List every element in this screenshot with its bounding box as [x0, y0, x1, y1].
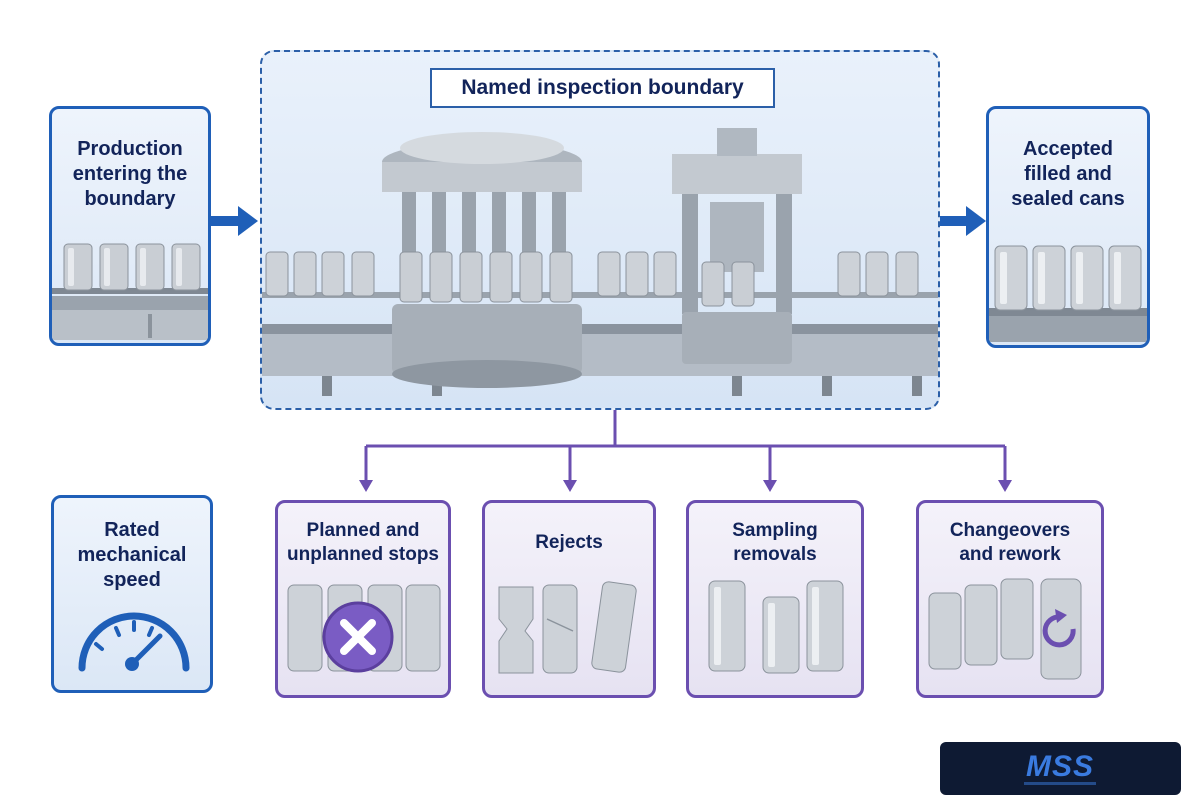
loss-box-sampling: Sampling removals	[686, 500, 864, 698]
dented-cans-image	[498, 581, 637, 674]
loss-label-changeovers: Changeovers and rework	[949, 520, 1071, 565]
rated-speed-label: Rated mechanical speed	[77, 519, 187, 591]
inspection-boundary	[260, 50, 940, 410]
stopped-cans-image	[287, 584, 441, 673]
conveyor-cans-image	[52, 243, 208, 340]
loss-branch-lines	[364, 410, 1007, 482]
loss-box-changeovers: Changeovers and rework	[916, 500, 1104, 698]
loss-box-rejects: Rejects	[482, 500, 656, 698]
rated-speed-box: Rated mechanical speed	[51, 495, 213, 693]
loss-label-rejects: Rejects	[535, 532, 603, 553]
loss-box-stops: Planned and unplanned stops	[275, 500, 451, 698]
mss-logo-mark: MSS	[1024, 750, 1096, 785]
production-entering-label: Production entering the boundary	[72, 138, 188, 210]
loss-label-stops: Planned and unplanned stops	[287, 520, 439, 565]
changeover-cans-image	[928, 578, 1082, 680]
speedometer-icon	[78, 612, 190, 672]
accepted-output-box: Accepted filled and sealed cans	[986, 106, 1150, 348]
svg-text:MSS: MSS	[1026, 750, 1094, 783]
x-circle-icon	[322, 601, 394, 673]
production-entering-box: Production entering the boundary	[49, 106, 211, 346]
sample-cans-image	[708, 580, 844, 674]
accepted-output-label: Accepted filled and sealed cans	[1011, 138, 1125, 210]
accepted-cans-image	[989, 245, 1147, 342]
loss-label-sampling: Sampling removals	[732, 520, 818, 565]
boundary-title: Named inspection boundary	[430, 68, 775, 108]
refresh-icon	[1042, 609, 1076, 648]
arrow-into-boundary	[210, 206, 258, 236]
mss-logo: MSS	[940, 742, 1181, 795]
loss-branch-arrowheads	[359, 480, 1012, 492]
arrow-out-of-boundary	[940, 206, 986, 236]
filling-line-image	[262, 128, 938, 396]
